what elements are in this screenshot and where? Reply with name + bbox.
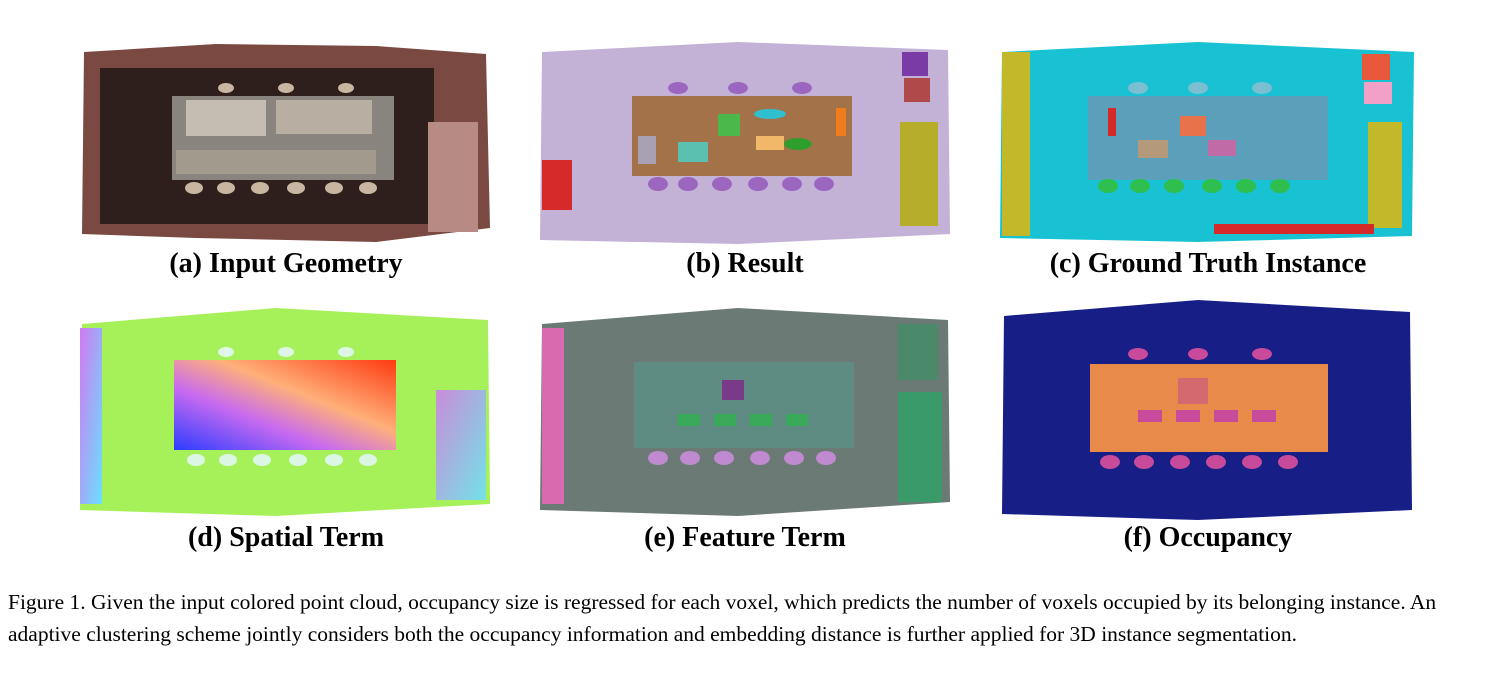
caption-occupancy: (f) Occupancy xyxy=(1123,522,1293,553)
caption-input-geometry: (a) Input Geometry xyxy=(169,248,403,279)
panel-result xyxy=(538,36,952,248)
panel-ground-truth-instance xyxy=(998,36,1418,246)
result-image xyxy=(540,42,950,244)
panel-feature-term xyxy=(538,296,952,522)
caption-spatial-term: (d) Spatial Term xyxy=(187,522,385,553)
panel-occupancy xyxy=(998,294,1418,522)
caption-ground-truth-instance: (c) Ground Truth Instance xyxy=(1049,248,1367,279)
input-geometry-image xyxy=(82,44,490,242)
feature-term-image xyxy=(540,308,950,516)
caption-result: (b) Result xyxy=(686,248,804,279)
panel-input-geometry xyxy=(76,38,496,248)
caption-feature-term: (e) Feature Term xyxy=(644,522,846,553)
occupancy-image xyxy=(1002,300,1412,520)
spatial-term-image xyxy=(80,308,490,516)
panel-spatial-term xyxy=(76,294,496,522)
ground-truth-instance-image xyxy=(1000,42,1414,242)
figure-caption: Figure 1. Given the input colored point … xyxy=(8,590,1437,646)
